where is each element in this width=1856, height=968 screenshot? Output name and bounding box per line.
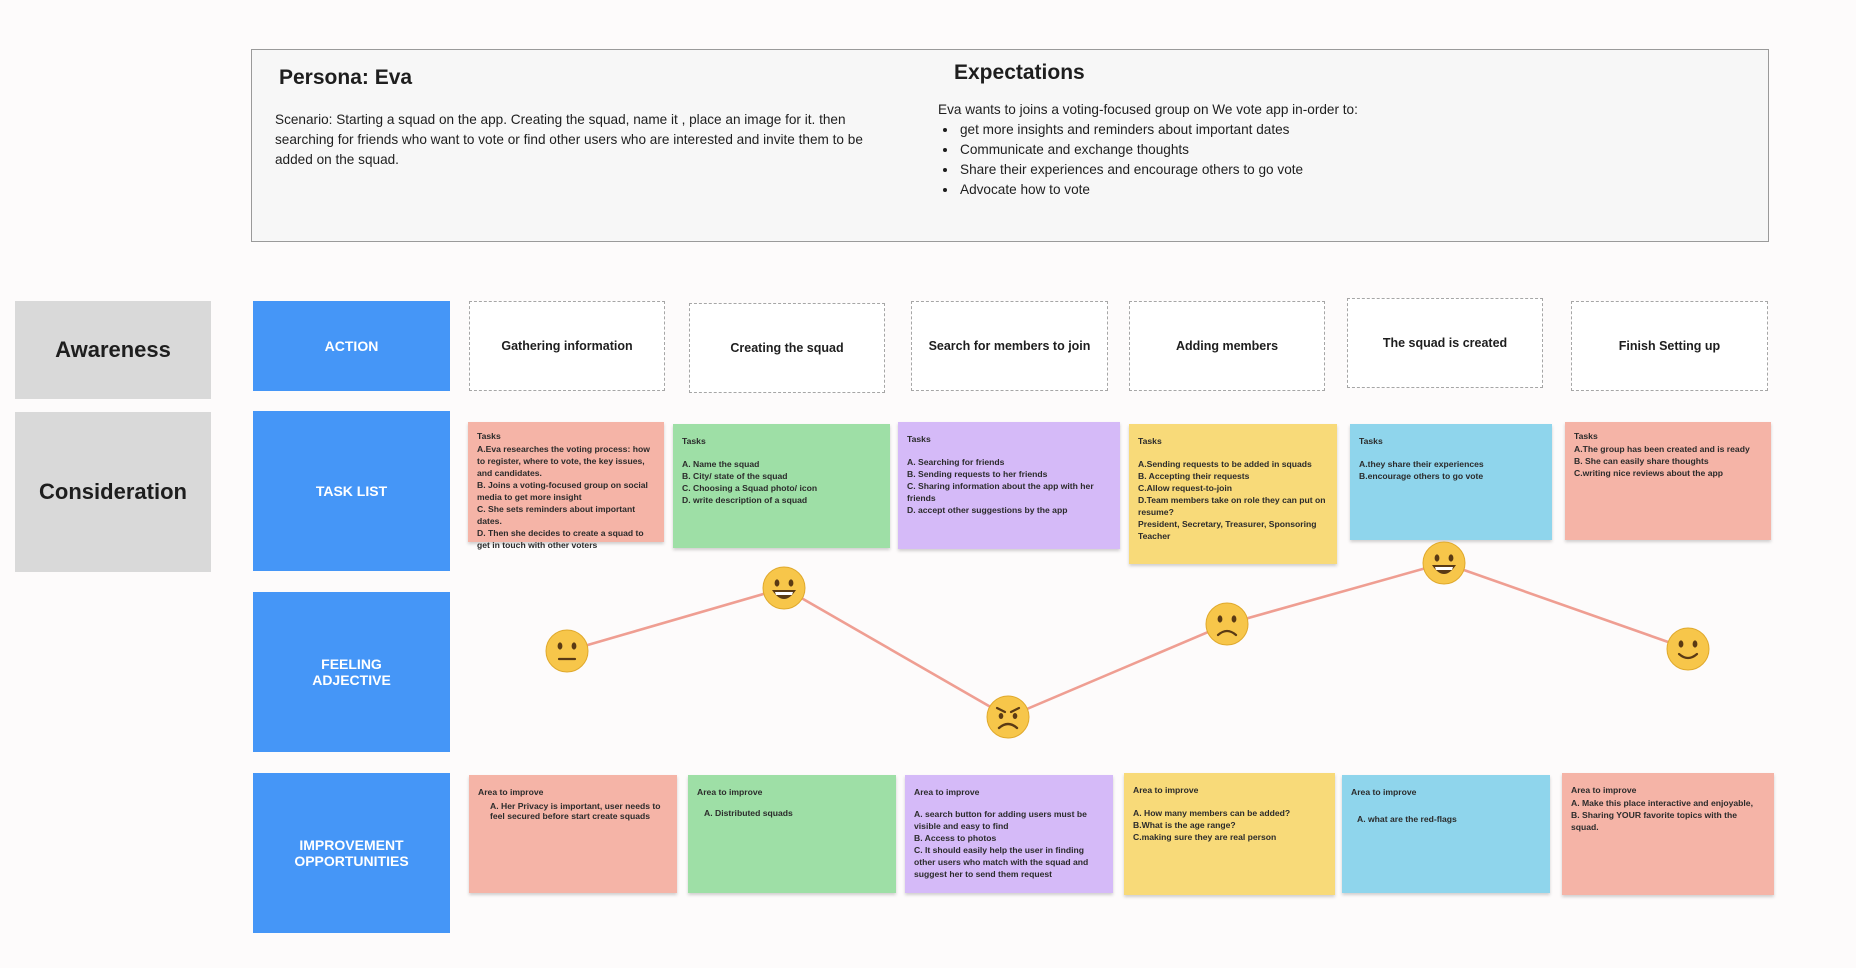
task-item: D.Team members take on role they can put… [1138, 495, 1326, 517]
task-item: B.encourage others to go vote [1359, 471, 1484, 481]
task-note: Tasks A.they share their experiences B.e… [1350, 424, 1552, 540]
scenario-text: Scenario: Starting a squad on the app. C… [275, 112, 863, 167]
action-card: Finish Setting up [1571, 301, 1768, 391]
stage-consideration: Consideration [15, 412, 211, 572]
task-item: A. Name the squad [682, 459, 760, 469]
task-item: A.The group has been created and is read… [1574, 444, 1750, 454]
expectations-intro: Eva wants to joins a voting-focused grou… [938, 102, 1358, 117]
persona-card [251, 49, 1769, 242]
angry-face-icon [986, 695, 1030, 739]
task-item: B. Accepting their requests [1138, 471, 1250, 481]
improvement-item: B. Sharing YOUR favorite topics with the… [1571, 810, 1738, 832]
improvement-item: A. Her Privacy is important, user needs … [490, 801, 661, 821]
task-item: C. Choosing a Squad photo/ icon [682, 483, 818, 493]
improvement-item: A. what are the red-flags [1357, 814, 1457, 824]
row-label-feeling-adjective: FEELING ADJECTIVE [253, 592, 450, 752]
task-note-title: Tasks [1138, 436, 1162, 446]
improvement-note-title: Area to improve [1351, 787, 1417, 797]
improvement-note-title: Area to improve [914, 787, 980, 797]
task-item: A. Searching for friends [907, 457, 1005, 467]
row-label-action: ACTION [253, 301, 450, 391]
improvement-item: A. Distributed squads [704, 808, 793, 818]
improvement-item: B.What is the age range? [1133, 820, 1236, 830]
task-note: Tasks A. Name the squad B. City/ state o… [673, 424, 890, 548]
improvement-item: C.making sure they are real person [1133, 832, 1277, 842]
improvement-item: B. Access to photos [914, 833, 997, 843]
expectations-title: Expectations [954, 61, 1085, 84]
task-item: C. She sets reminders about important da… [477, 504, 636, 526]
task-note-title: Tasks [1359, 436, 1383, 446]
expectation-item: Share their experiences and encourage ot… [958, 160, 1458, 180]
task-note: Tasks A.Sending requests to be added in … [1129, 424, 1337, 564]
neutral-face-icon [545, 629, 589, 673]
task-item: C.writing nice reviews about the app [1574, 468, 1723, 478]
task-item: D. accept other suggestions by the app [907, 505, 1068, 515]
improvement-item: A. Make this place interactive and enjoy… [1571, 798, 1753, 808]
improvement-note: Area to improve A. what are the red-flag… [1342, 775, 1550, 893]
improvement-item: A. How many members can be added? [1133, 808, 1291, 818]
improvement-note: Area to improve A. Her Privacy is import… [469, 775, 677, 893]
row-label-improvement-opportunities: IMPROVEMENT OPPORTUNITIES [253, 773, 450, 933]
improvement-note: Area to improve A. search button for add… [905, 775, 1113, 893]
improvement-item: C. It should easily help the user in fin… [914, 845, 1089, 879]
task-note-title: Tasks [477, 431, 501, 441]
task-item: D. write description of a squad [682, 495, 808, 505]
action-card: Search for members to join [911, 301, 1108, 391]
improvement-note-title: Area to improve [697, 787, 763, 797]
expectations-list: get more insights and reminders about im… [938, 120, 1458, 200]
expectation-item: Communicate and exchange thoughts [958, 140, 1458, 160]
stage-awareness: Awareness [15, 301, 211, 399]
task-note: Tasks A.Eva researches the voting proces… [468, 422, 664, 550]
improvement-note-title: Area to improve [478, 787, 544, 797]
task-item: C. Sharing information about the app wit… [907, 481, 1094, 503]
grinning-face-icon [1422, 541, 1466, 585]
improvement-note: Area to improve A. How many members can … [1124, 773, 1335, 895]
task-item: B. Joins a voting-focused group on socia… [477, 480, 648, 502]
emotion-line [566, 561, 1689, 719]
task-item: B. Sending requests to her friends [907, 469, 1048, 479]
improvement-note: Area to improve A. Make this place inter… [1562, 773, 1774, 895]
action-card: The squad is created [1347, 298, 1543, 388]
task-item: A.they share their experiences [1359, 459, 1484, 469]
task-item: B. City/ state of the squad [682, 471, 788, 481]
emoji-layer [545, 541, 1710, 739]
task-item: A.Sending requests to be added in squads [1138, 459, 1312, 469]
expectation-item: get more insights and reminders about im… [958, 120, 1458, 140]
improvement-item: A. search button for adding users must b… [914, 809, 1087, 831]
grinning-face-icon [762, 566, 806, 610]
task-note: Tasks A.The group has been created and i… [1565, 422, 1771, 540]
persona-title: Persona: Eva [279, 66, 413, 89]
task-item: B. She can easily share thoughts [1574, 456, 1709, 466]
task-note-title: Tasks [1574, 431, 1598, 441]
task-item: President, Secretary, Treasurer, Sponsor… [1138, 519, 1317, 541]
action-card: Adding members [1129, 301, 1325, 391]
task-note: Tasks A. Searching for friends B. Sendin… [898, 422, 1120, 549]
improvement-note: Area to improve A. Distributed squads [688, 775, 896, 893]
slightly-smiling-face-icon [1666, 627, 1710, 671]
action-card: Creating the squad [689, 303, 885, 393]
frowning-face-icon [1205, 602, 1249, 646]
task-note-title: Tasks [907, 434, 931, 444]
task-item: D. Then she decides to create a squad to… [477, 528, 644, 550]
row-label-task-list: TASK LIST [253, 411, 450, 571]
action-card: Gathering information [469, 301, 665, 391]
task-note-title: Tasks [682, 436, 706, 446]
task-item: C.Allow request-to-join [1138, 483, 1233, 493]
task-item: A.Eva researches the voting process: how… [477, 444, 650, 478]
improvement-note-title: Area to improve [1571, 785, 1637, 795]
expectation-item: Advocate how to vote [958, 180, 1458, 200]
improvement-note-title: Area to improve [1133, 785, 1199, 795]
